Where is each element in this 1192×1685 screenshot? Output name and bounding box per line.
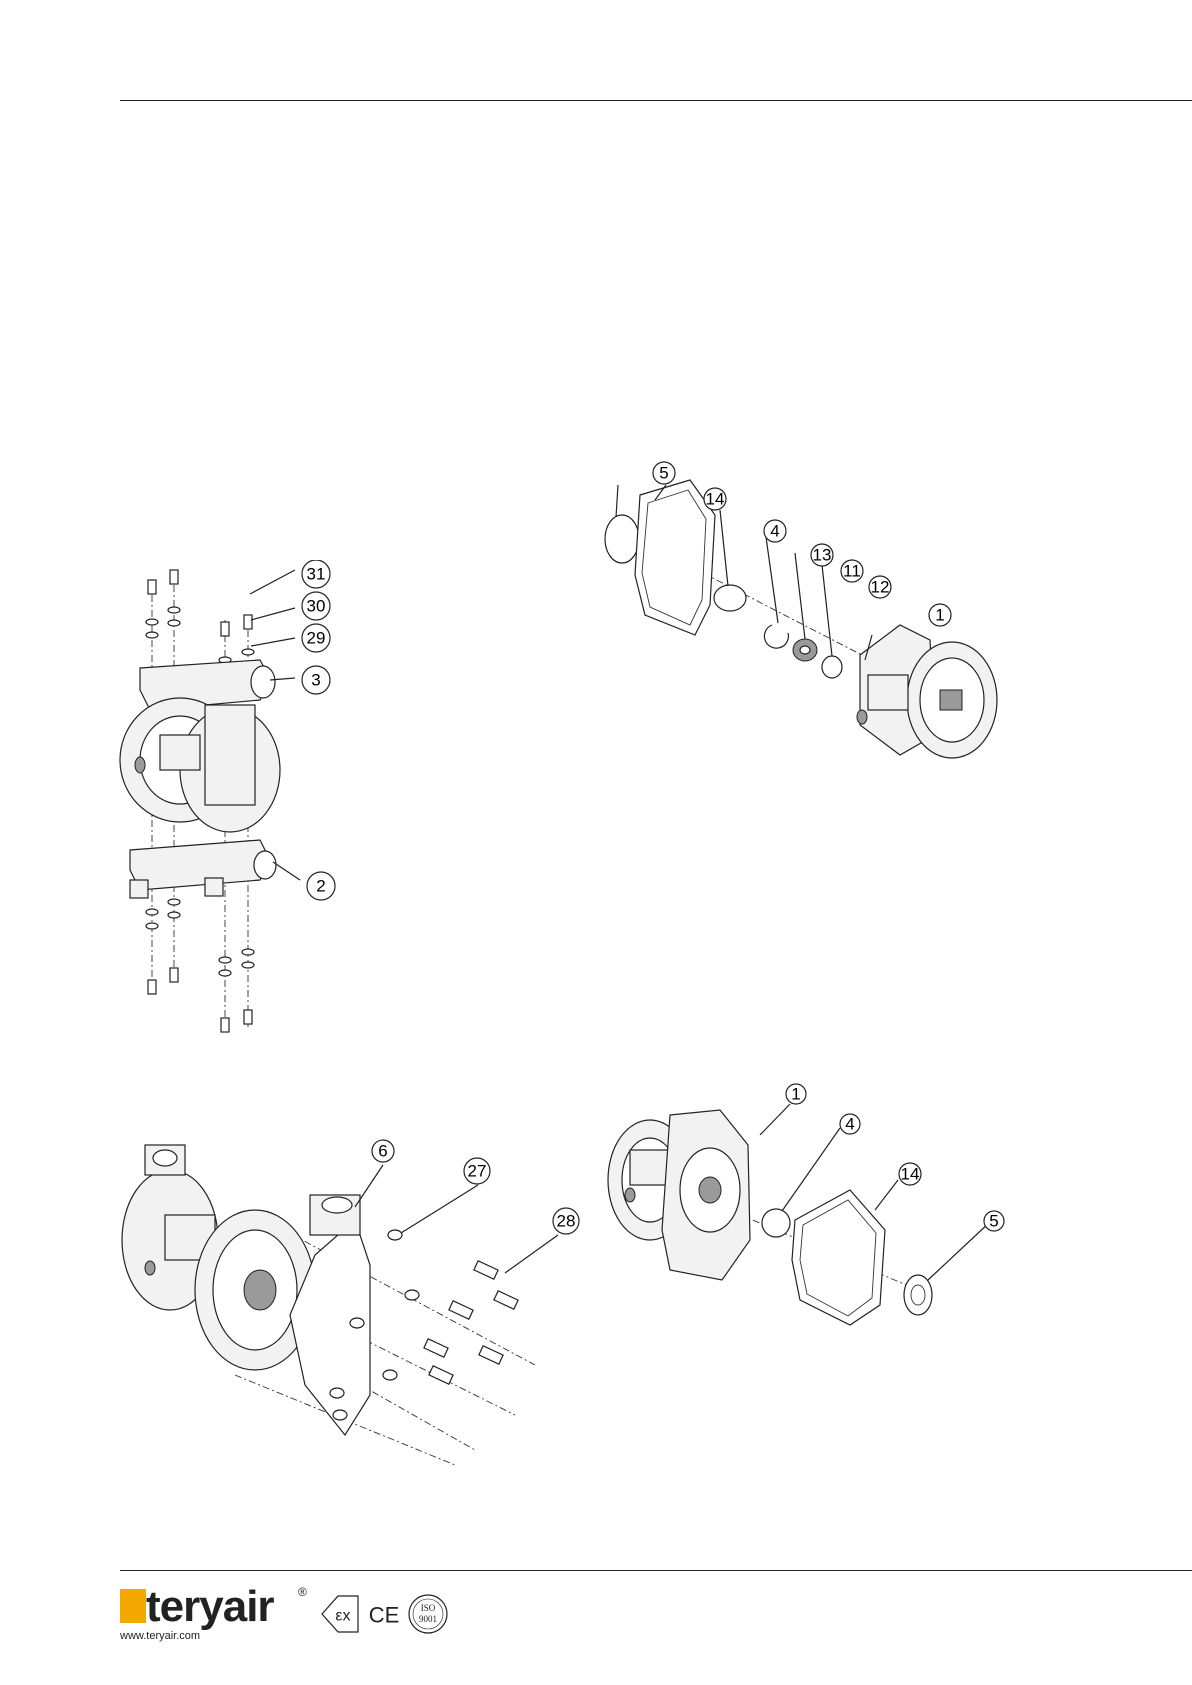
svg-text:11: 11 bbox=[843, 562, 861, 581]
callout-29: 29 bbox=[302, 624, 330, 652]
svg-text:14: 14 bbox=[706, 490, 725, 509]
figure-casing-exploded: 6 27 28 bbox=[115, 1125, 585, 1480]
callout-1: 1 bbox=[929, 604, 951, 626]
callout-28: 28 bbox=[553, 1208, 579, 1234]
ce-mark-icon: CE bbox=[369, 1603, 400, 1628]
callout-14: 14 bbox=[704, 488, 726, 510]
callout-13: 13 bbox=[811, 544, 833, 566]
svg-text:CE: CE bbox=[369, 1603, 400, 1628]
figure-diaphragm-exploded-bottom: 1 4 14 5 bbox=[600, 1080, 1020, 1340]
callout-31: 31 bbox=[302, 560, 330, 588]
svg-text:1: 1 bbox=[791, 1085, 800, 1104]
callout-27: 27 bbox=[464, 1158, 490, 1184]
svg-text:5: 5 bbox=[659, 464, 668, 483]
svg-text:30: 30 bbox=[307, 597, 326, 616]
atex-ex-icon: εx bbox=[322, 1596, 358, 1632]
callout-5: 5 bbox=[653, 462, 675, 484]
svg-text:4: 4 bbox=[845, 1115, 854, 1134]
logo-accent-block bbox=[120, 1589, 146, 1623]
callout-2: 2 bbox=[307, 872, 335, 900]
svg-text:29: 29 bbox=[307, 629, 326, 648]
footer-rule bbox=[120, 1570, 1192, 1571]
svg-text:9001: 9001 bbox=[419, 1614, 437, 1624]
figure-diaphragm-exploded-top: 5 14 4 13 11 12 1 bbox=[600, 455, 1020, 795]
svg-text:13: 13 bbox=[813, 546, 832, 565]
callout-6: 6 bbox=[372, 1140, 394, 1162]
svg-text:εx: εx bbox=[335, 1608, 350, 1625]
callout-1: 1 bbox=[786, 1084, 806, 1104]
callout-4: 4 bbox=[840, 1114, 860, 1134]
callout-5: 5 bbox=[984, 1211, 1004, 1231]
svg-text:27: 27 bbox=[468, 1162, 487, 1181]
svg-text:28: 28 bbox=[557, 1212, 576, 1231]
svg-text:5: 5 bbox=[989, 1212, 998, 1231]
registered-mark: ® bbox=[298, 1585, 307, 1599]
svg-text:12: 12 bbox=[871, 578, 890, 597]
callout-4: 4 bbox=[764, 520, 786, 542]
callout-11: 11 bbox=[841, 560, 863, 582]
callout-30: 30 bbox=[302, 592, 330, 620]
brand-logo: teryair bbox=[146, 1585, 274, 1629]
iso-9001-seal-icon: ISO 9001 bbox=[409, 1595, 447, 1633]
figure-manifold-exploded: 31 30 29 3 2 bbox=[110, 560, 370, 1050]
callout-3: 3 bbox=[302, 666, 330, 694]
callout-14: 14 bbox=[899, 1163, 921, 1185]
callout-12: 12 bbox=[869, 576, 891, 598]
svg-text:14: 14 bbox=[901, 1165, 920, 1184]
svg-text:ISO: ISO bbox=[421, 1603, 436, 1613]
svg-text:3: 3 bbox=[311, 671, 320, 690]
svg-text:1: 1 bbox=[935, 606, 944, 625]
svg-text:31: 31 bbox=[307, 565, 326, 584]
brand-url[interactable]: www.teryair.com bbox=[120, 1630, 200, 1642]
header-rule bbox=[120, 100, 1192, 101]
svg-text:4: 4 bbox=[770, 522, 779, 541]
footer-branding: teryair ® www.teryair.com εx CE ISO 9001 bbox=[120, 1585, 460, 1657]
svg-text:6: 6 bbox=[378, 1142, 387, 1161]
svg-text:2: 2 bbox=[316, 877, 325, 896]
